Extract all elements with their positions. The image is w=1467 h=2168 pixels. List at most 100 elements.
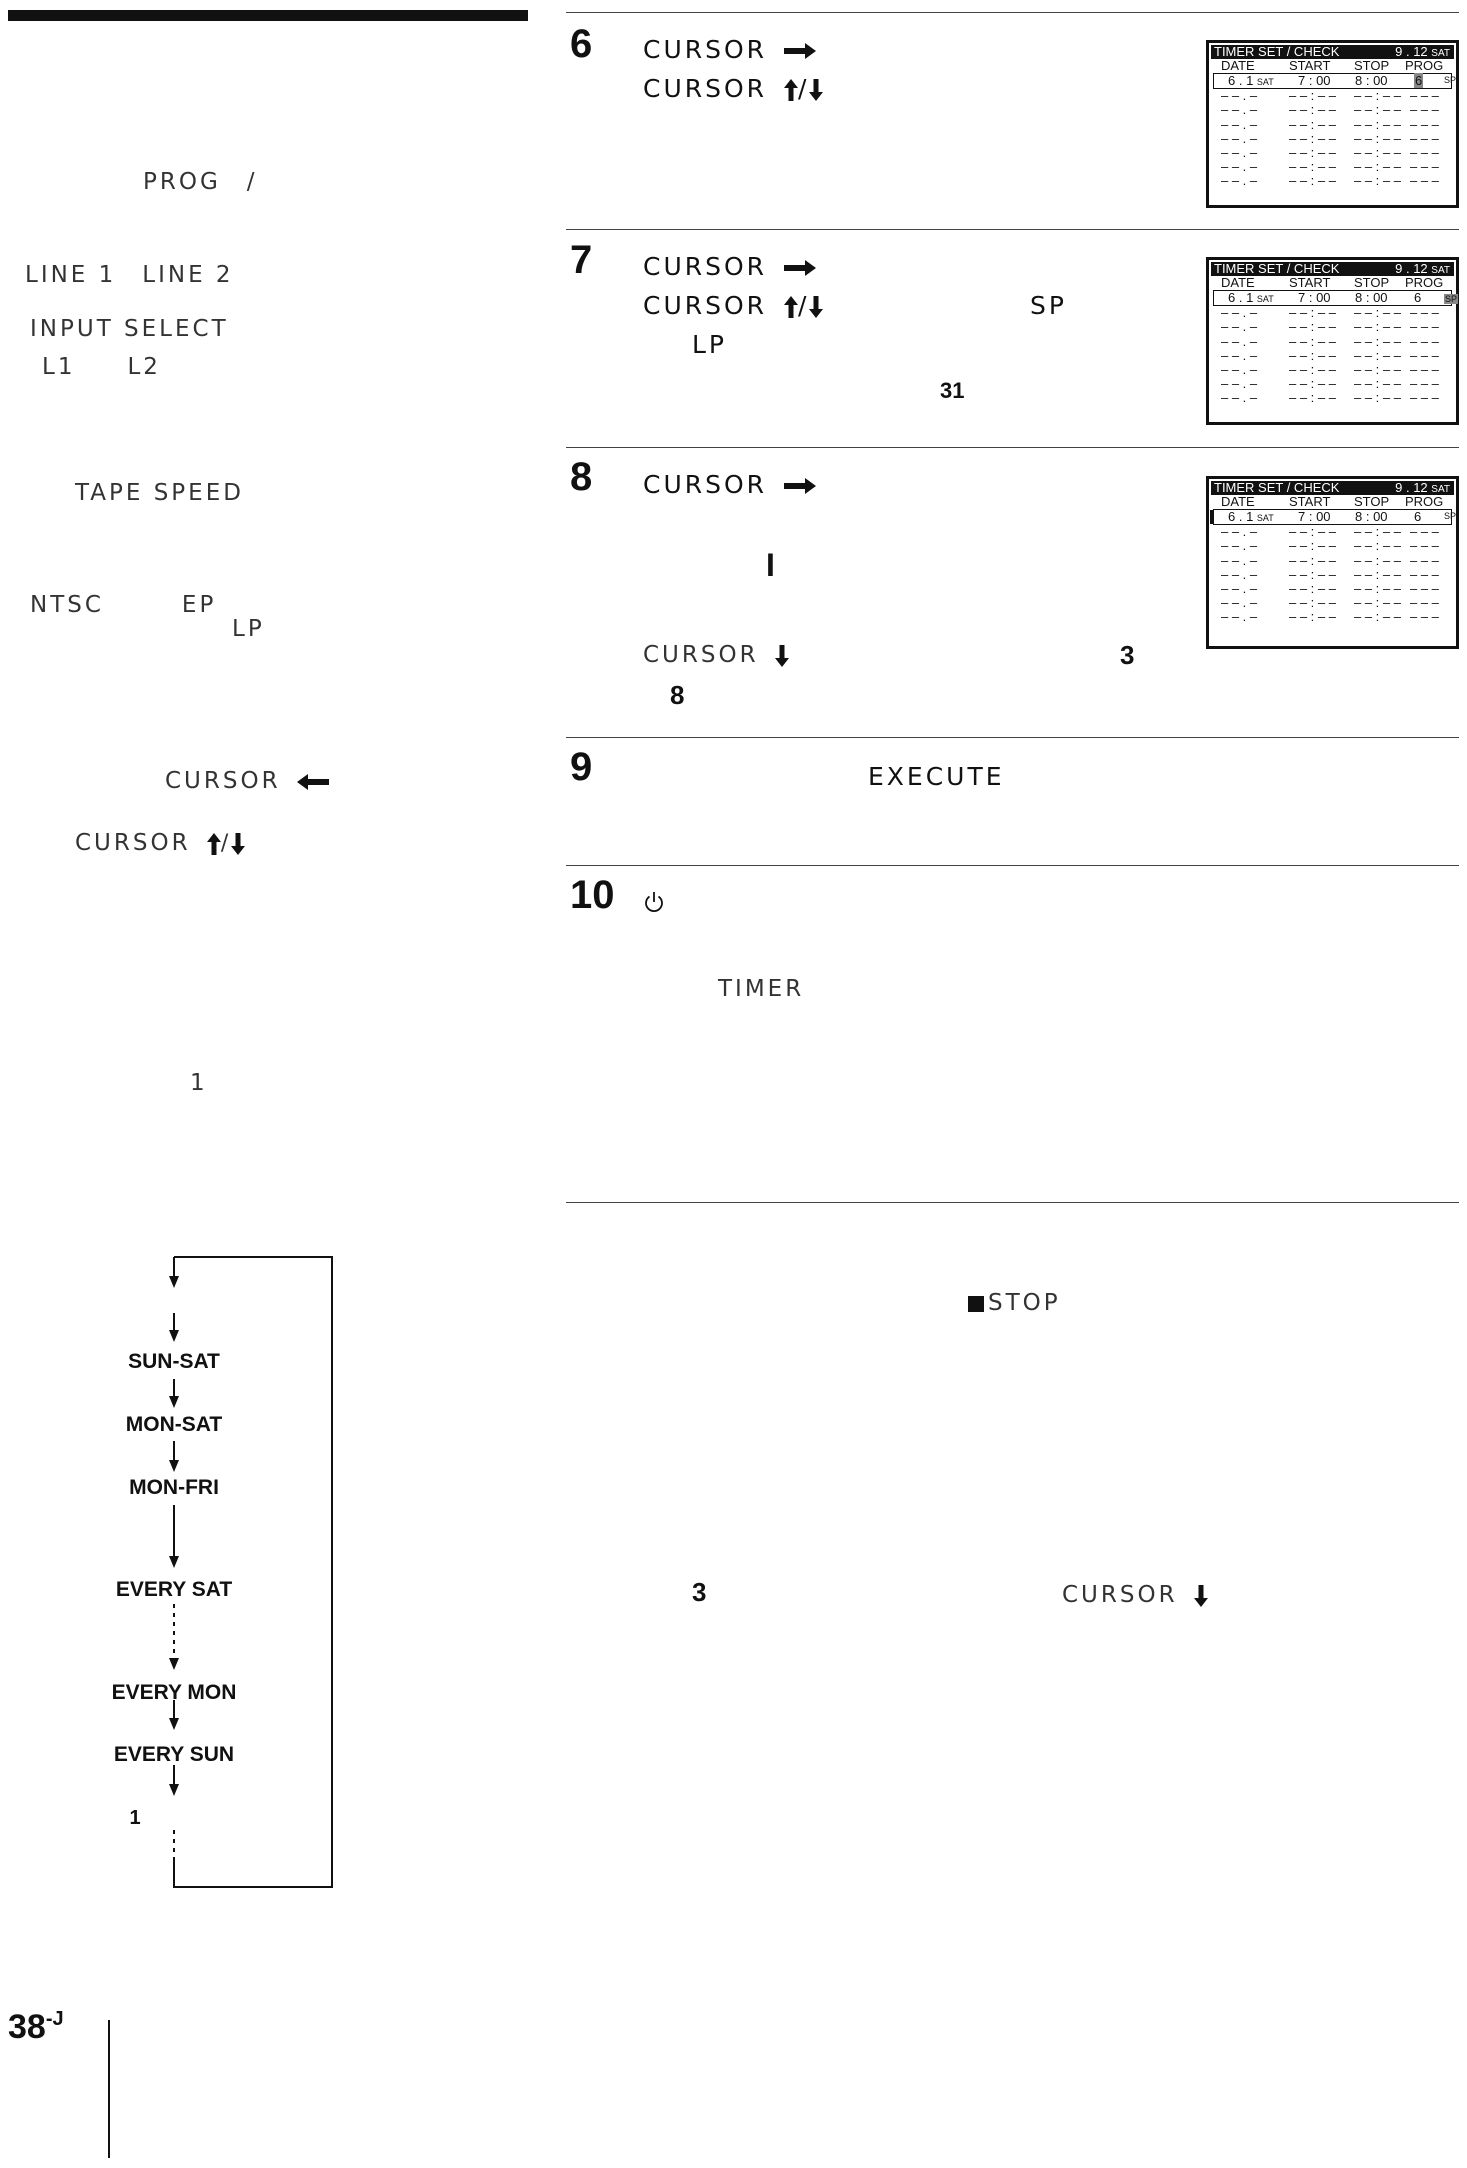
col-prog: PROG [1405, 494, 1444, 509]
input-select-label: INPUT SELECT [30, 316, 229, 342]
step7-cursor-right: CURSOR [643, 252, 816, 281]
step-number: 9 [570, 745, 593, 789]
cursor-label: CURSOR [75, 830, 191, 856]
empty-stop: – – : – – [1354, 116, 1401, 132]
arrow-right-icon [784, 478, 816, 494]
prog-label: PROG / [143, 169, 258, 195]
lower-ref-step3: 3 [692, 1577, 707, 1607]
empty-prog: – – – [1410, 552, 1439, 568]
col-start: START [1289, 275, 1331, 290]
col-stop: STOP [1354, 275, 1390, 290]
timer-row-empty: – – . –– – : – –– – : – –– – – [1213, 610, 1452, 624]
timer-row-empty: – – . –– – : – –– – : – –– – – [1213, 363, 1452, 377]
timer-screen-step8: TIMER SET / CHECK 9 . 12 SAT DATE START … [1206, 476, 1459, 649]
empty-stop: – – : – – [1354, 538, 1401, 554]
empty-start: – – : – – [1289, 361, 1336, 377]
timer-row-empty: – – . –– – : – –– – : – –– – – [1213, 320, 1452, 334]
empty-date: – – . – [1221, 538, 1258, 554]
stop-square-icon [968, 1295, 984, 1312]
step8-cursor-right: CURSOR [643, 470, 816, 499]
timer-row-empty: – – . –– – : – –– – : – –– – – [1213, 174, 1452, 188]
row-date: 6 . 1 [1228, 290, 1254, 305]
arrow-down-icon [1193, 1584, 1208, 1607]
page-number: 38-J [8, 2008, 64, 2047]
cycle-loop-lines [169, 1256, 333, 1888]
step7-sp: SP [1030, 291, 1067, 320]
timer-row-filled: 6 . 1 SAT 7 : 00 8 : 00 6 SP [1210, 509, 1456, 526]
divider-step10 [566, 865, 1459, 866]
cursor-label: CURSOR [643, 470, 768, 499]
empty-start: – – : – – [1289, 305, 1336, 321]
divider-step6 [566, 12, 1459, 13]
cursor-label: CURSOR [643, 74, 768, 103]
col-date: DATE [1221, 58, 1255, 73]
divider-step9 [566, 737, 1459, 738]
timer-screen-step6: TIMER SET / CHECK 9 . 12 SAT DATE START … [1206, 40, 1459, 208]
step8-cursor-down: CURSOR [643, 642, 789, 668]
empty-start: – – : – – [1289, 333, 1336, 349]
row-day: SAT [1256, 513, 1274, 523]
empty-date: – – . – [1221, 524, 1258, 540]
empty-prog: – – – [1410, 347, 1439, 363]
timer-screen-header: TIMER SET / CHECK 9 . 12 SAT [1211, 45, 1454, 59]
empty-start: – – : – – [1289, 376, 1336, 392]
empty-start: – – : – – [1289, 116, 1336, 132]
timer-row-filled: 6 . 1 SAT 7 : 00 8 : 00 6 SP [1213, 73, 1456, 90]
empty-prog: – – – [1410, 319, 1439, 335]
line-labels: LINE 1 LINE 2 [25, 262, 234, 288]
lower-cursor-down: CURSOR [1062, 1582, 1208, 1608]
col-start: START [1289, 58, 1331, 73]
timer-row-empty: – – . –– – : – –– – : – –– – – [1213, 146, 1452, 160]
empty-date: – – . – [1221, 347, 1258, 363]
row-prog: 6 [1414, 73, 1424, 88]
empty-date: – – . – [1221, 116, 1258, 132]
empty-start: – – : – – [1289, 173, 1336, 189]
flow-item-sun-sat: SUN-SAT [128, 1350, 220, 1373]
timer-row-empty: – – . –– – : – –– – : – –– – – [1213, 596, 1452, 610]
timer-row-empty: – – . –– – : – –– – : – –– – – [1213, 103, 1452, 117]
timer-row-filled: 6 . 1 SAT 7 : 00 8 : 00 6 SP [1213, 290, 1459, 307]
cursor-left-instruction: CURSOR [165, 768, 329, 794]
timer-row-empty: – – . –– – : – –– – : – –– – – [1213, 554, 1452, 568]
timer-row-empty: – – . –– – : – –– – : – –– – – [1213, 118, 1452, 132]
timer-screen-day: SAT [1431, 265, 1450, 276]
timer-screen-columns: DATE START STOP PROG [1213, 59, 1452, 73]
empty-stop: – – : – – [1354, 173, 1401, 189]
col-prog: PROG [1405, 58, 1444, 73]
timer-row-empty: – – . –– – : – –– – : – –– – – [1213, 539, 1452, 553]
empty-start: – – : – – [1289, 609, 1336, 625]
flow-item-mon-fri: MON-FRI [129, 1476, 219, 1499]
top-rule [8, 10, 528, 21]
empty-start: – – : – – [1289, 524, 1336, 540]
row-cursor-marker [1210, 510, 1214, 524]
col-start: START [1289, 494, 1331, 509]
empty-prog: – – – [1410, 390, 1439, 406]
empty-prog: – – – [1410, 173, 1439, 189]
timer-screen-columns: DATE START STOP PROG [1213, 495, 1452, 509]
cursor-label: CURSOR [643, 642, 759, 668]
flow-item-mon-sat: MON-SAT [125, 1413, 223, 1436]
timer-screen-day: SAT [1431, 484, 1450, 495]
number-one: 1 [190, 1070, 208, 1096]
timer-screen-title: TIMER SET / CHECK [1214, 480, 1340, 495]
col-stop: STOP [1354, 494, 1390, 509]
flow-item-one: 1 [129, 1807, 141, 1829]
empty-date: – – . – [1221, 595, 1258, 611]
empty-stop: – – : – – [1354, 130, 1401, 146]
repeat-cycle-diagram: SUN-SAT MON-SAT MON-FRI EVERY SAT EVERY … [90, 1240, 350, 1900]
timer-screen-header: TIMER SET / CHECK 9 . 12 SAT [1211, 262, 1454, 276]
timer-row-empty: – – . –– – : – –– – : – –– – – [1213, 582, 1452, 596]
empty-stop: – – : – – [1354, 333, 1401, 349]
timer-screen-header: TIMER SET / CHECK 9 . 12 SAT [1211, 481, 1454, 495]
timer-screen-columns: DATE START STOP PROG [1213, 276, 1452, 290]
row-day: SAT [1256, 77, 1274, 87]
arrow-down-icon [774, 644, 789, 667]
timer-screen-date: 9 . 12 [1395, 480, 1428, 495]
tape-speed-label: TAPE SPEED [75, 480, 244, 506]
row-stop: 8 : 00 [1355, 73, 1388, 88]
empty-stop: – – : – – [1354, 347, 1401, 363]
row-prog: 6 [1414, 509, 1422, 524]
cursor-label: CURSOR [643, 252, 768, 281]
empty-start: – – : – – [1289, 144, 1336, 160]
arrow-right-icon [784, 260, 816, 276]
